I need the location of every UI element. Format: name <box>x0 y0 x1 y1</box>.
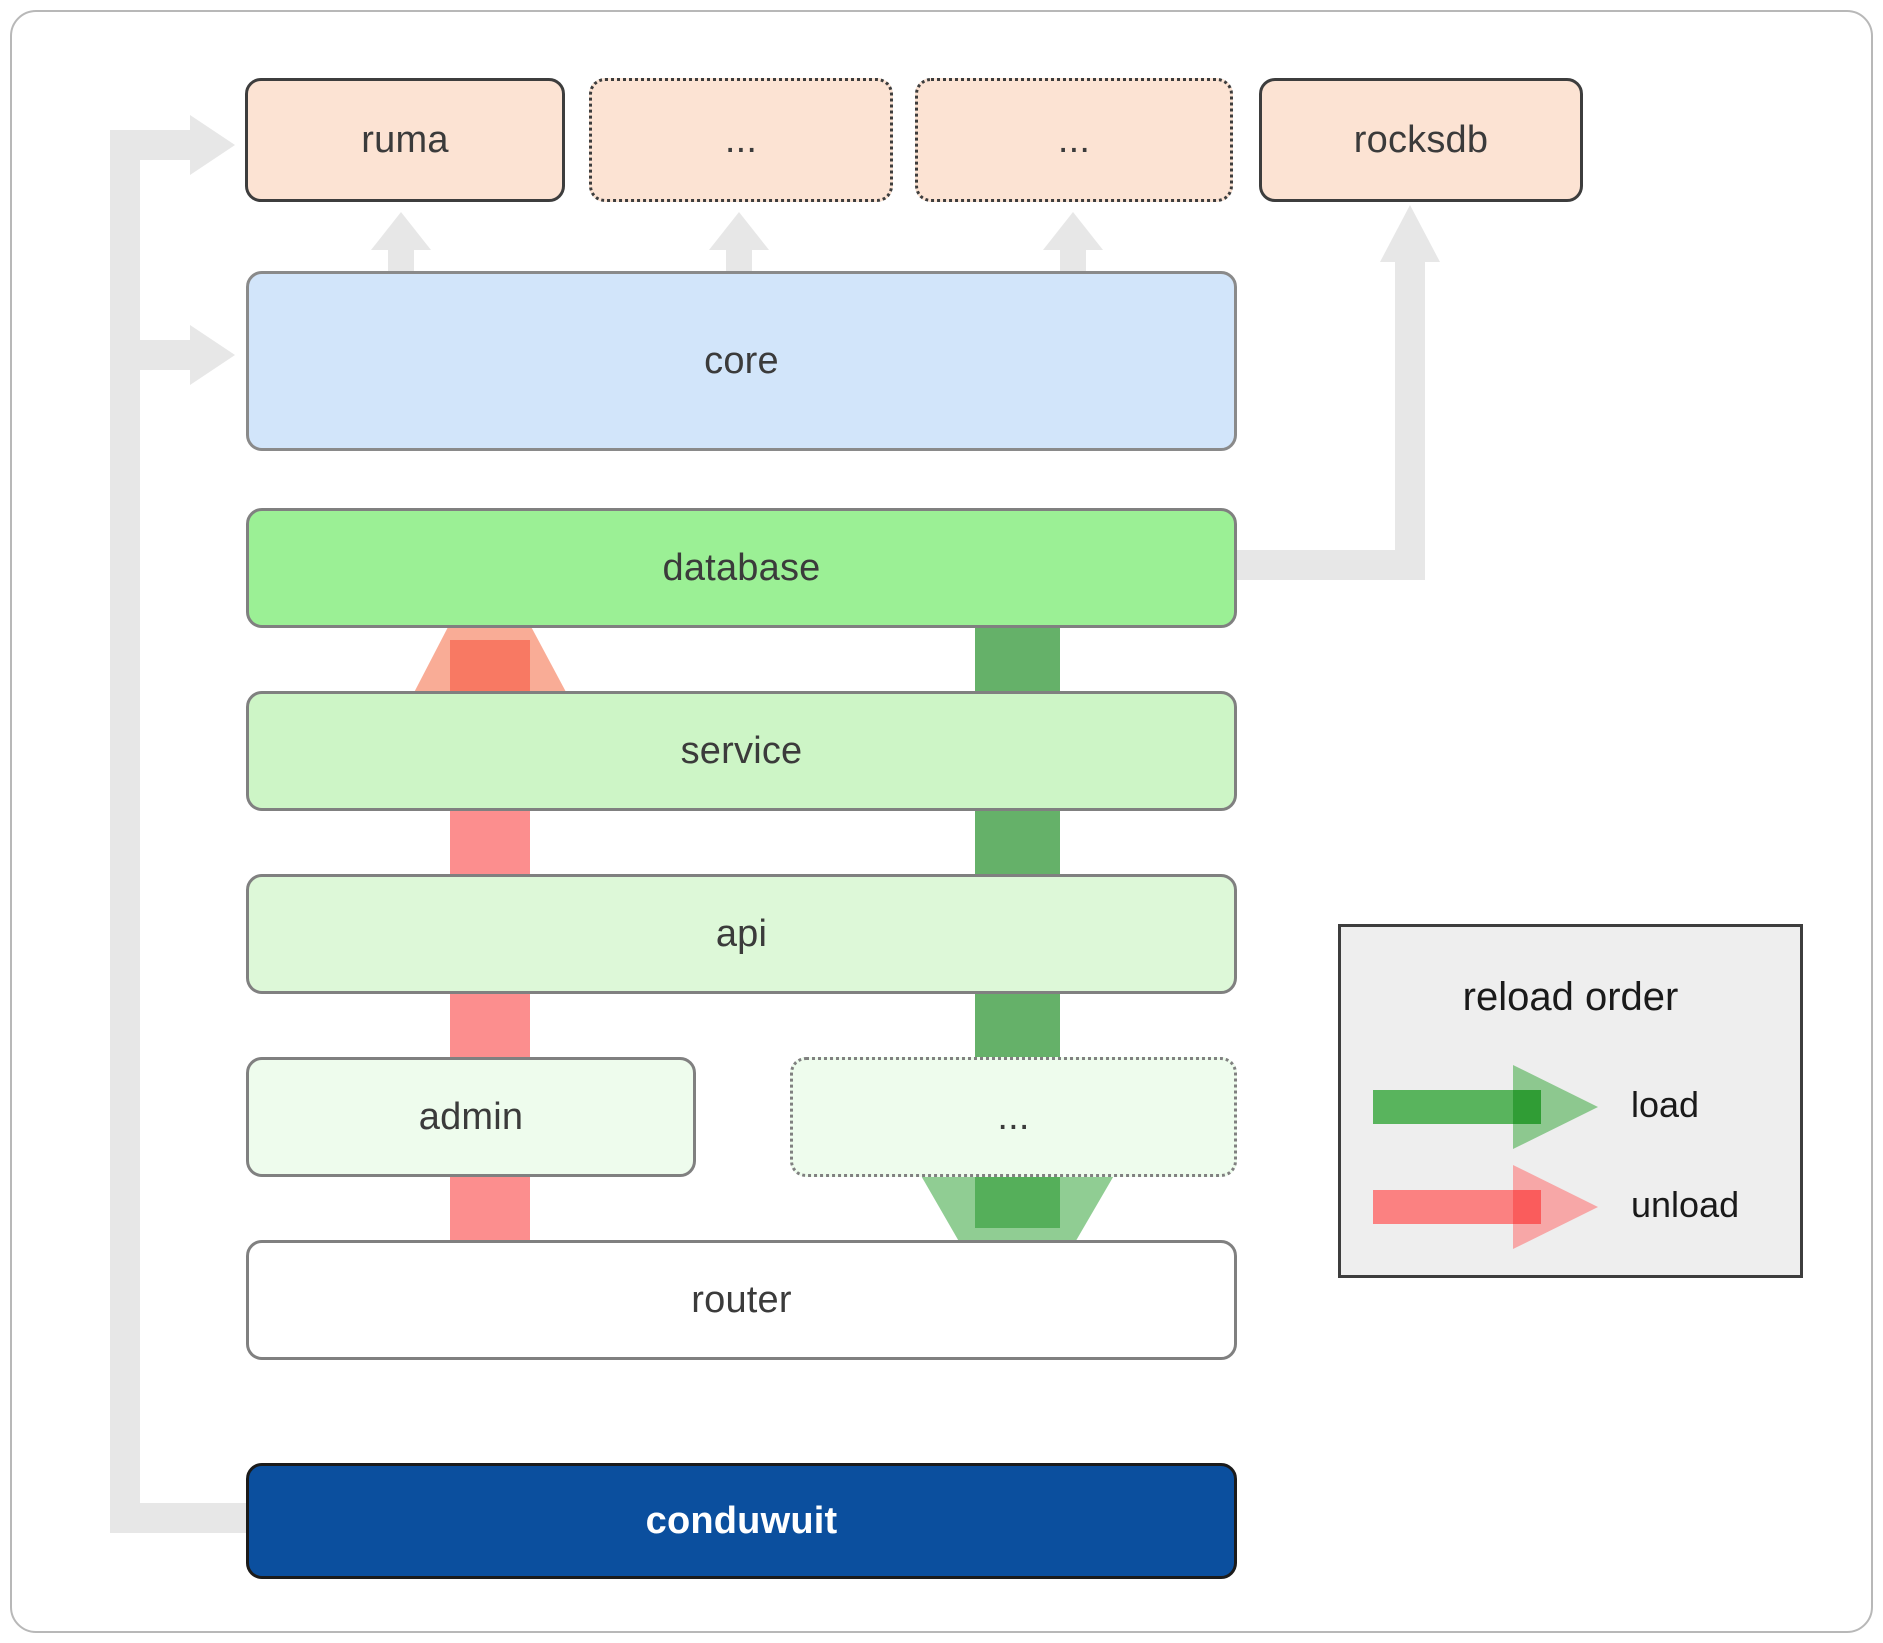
legend-load-arrow-icon <box>1373 1065 1598 1149</box>
layer-label-service: service <box>680 729 803 772</box>
dependency-label-rocksdb: rocksdb <box>1353 118 1489 161</box>
diagram-card-frame <box>10 10 1873 1633</box>
layer-label-dots: ... <box>997 1095 1030 1138</box>
layer-box-admin[interactable]: admin <box>246 1057 696 1177</box>
dependency-box-rocksdb[interactable]: rocksdb <box>1259 78 1583 202</box>
legend-label-unload: unload <box>1631 1184 1740 1225</box>
layer-label-admin: admin <box>418 1095 524 1138</box>
layer-box-dots[interactable]: ... <box>790 1057 1237 1177</box>
legend-title: reload order <box>1462 975 1679 1019</box>
legend-unload-arrow-icon <box>1373 1165 1598 1249</box>
dependency-box-dots-1[interactable]: ... <box>589 78 893 202</box>
dependency-box-ruma[interactable]: ruma <box>245 78 565 202</box>
layer-box-api[interactable]: api <box>246 874 1237 994</box>
layer-label-api: api <box>715 912 768 955</box>
app-label-conduwuit: conduwuit <box>645 1499 838 1542</box>
layer-box-core[interactable]: core <box>246 271 1237 451</box>
layer-box-service[interactable]: service <box>246 691 1237 811</box>
layer-label-database: database <box>662 546 821 589</box>
dependency-label-dots-2: ... <box>1057 118 1091 161</box>
app-box-conduwuit[interactable]: conduwuit <box>246 1463 1237 1579</box>
dependency-label-ruma: ruma <box>361 118 449 161</box>
dependency-box-dots-2[interactable]: ... <box>915 78 1233 202</box>
layer-box-database[interactable]: database <box>246 508 1237 628</box>
layer-label-core: core <box>704 339 779 382</box>
layer-box-router[interactable]: router <box>246 1240 1237 1360</box>
layer-label-router: router <box>691 1278 792 1321</box>
legend-panel: reload order load unload <box>1338 924 1803 1278</box>
legend-label-load: load <box>1631 1084 1700 1125</box>
dependency-label-dots-1: ... <box>724 118 758 161</box>
